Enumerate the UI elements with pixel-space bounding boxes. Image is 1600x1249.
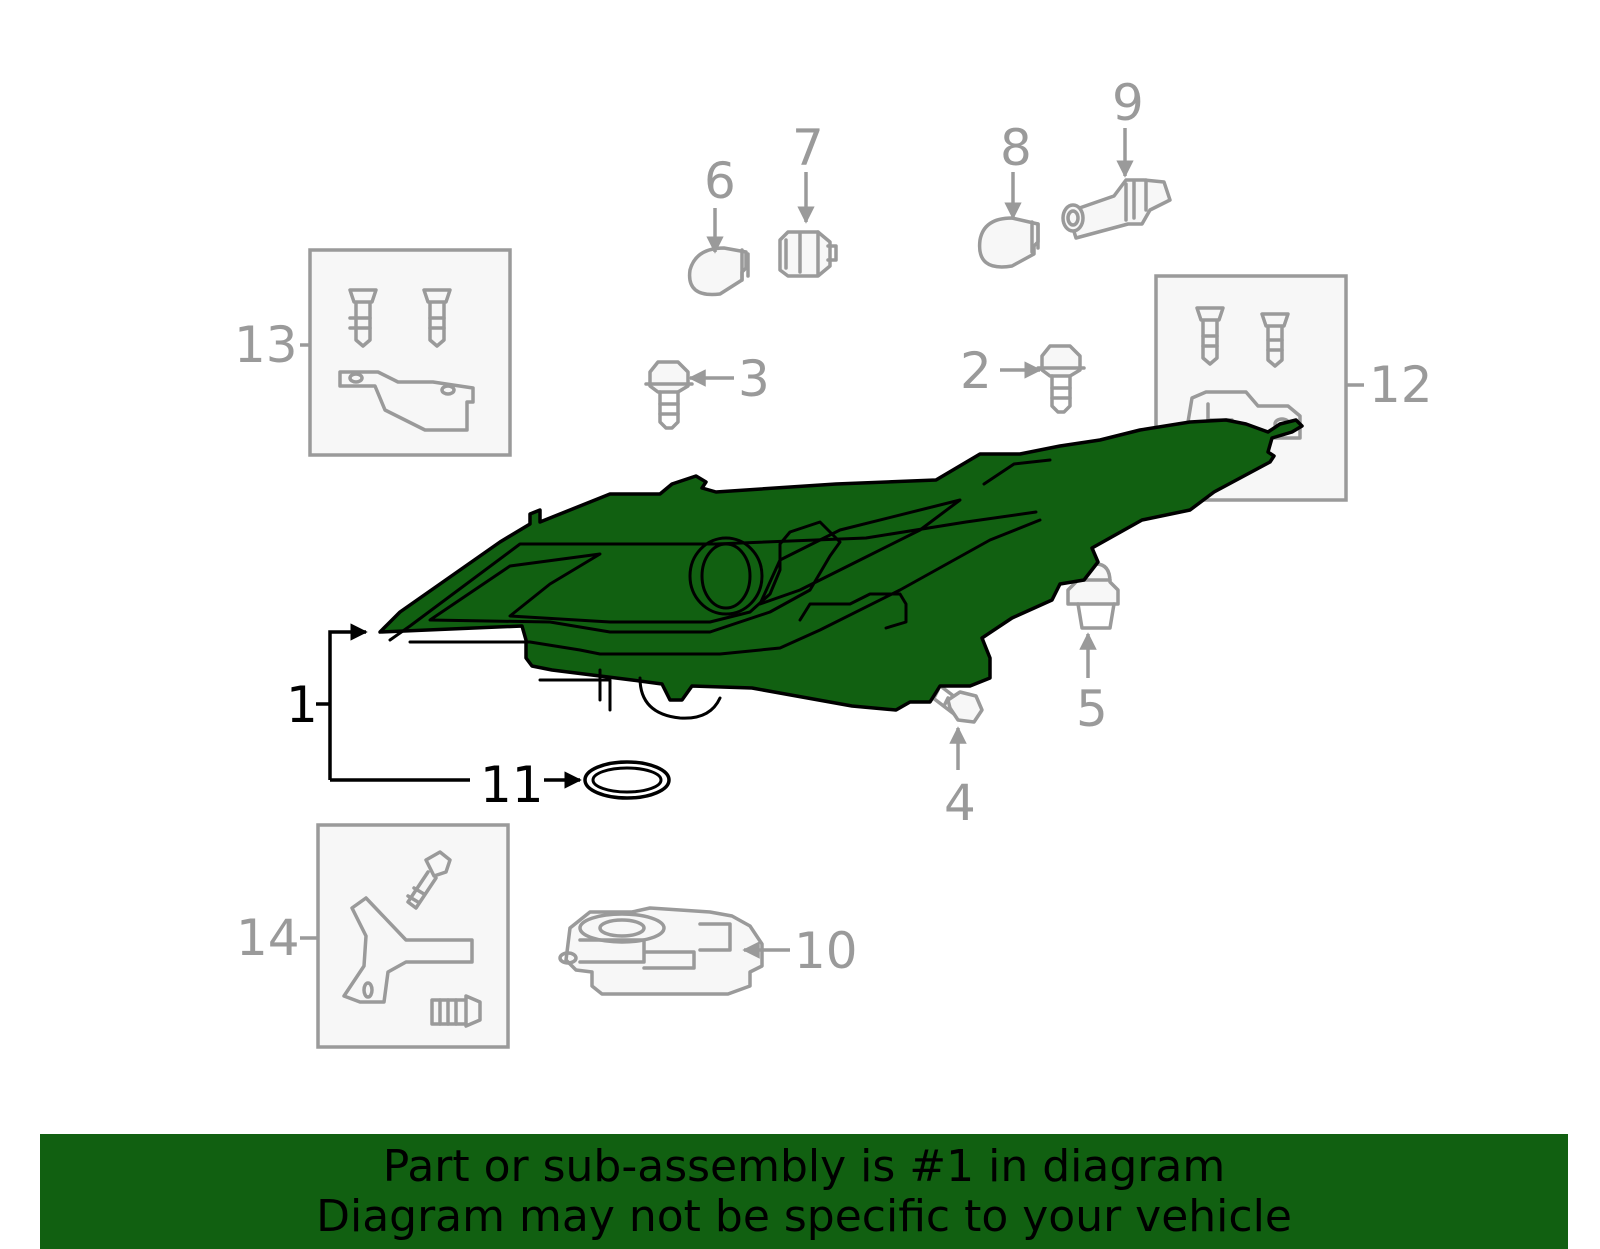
callout-5: 5 (1076, 680, 1108, 738)
part-6-bulb[interactable] (687, 246, 750, 297)
part-13-bracket-kit[interactable] (308, 248, 512, 457)
part-4-bolt[interactable] (918, 676, 984, 724)
banner-line-1: Part or sub-assembly is #1 in diagram (382, 1140, 1226, 1192)
part-1-headlamp-assembly[interactable] (378, 418, 1304, 720)
part-14-bracket-kit[interactable] (316, 823, 510, 1049)
part-9-bulb[interactable] (1061, 178, 1172, 240)
callout-7: 7 (792, 119, 824, 177)
callout-3: 3 (738, 350, 770, 408)
callout-4: 4 (944, 774, 976, 832)
callout-8: 8 (1000, 119, 1032, 177)
callout-13: 13 (234, 316, 298, 374)
part-10-leveling-motor[interactable] (558, 906, 764, 996)
banner-line-2: Diagram may not be specific to your vehi… (316, 1190, 1292, 1242)
callout-6: 6 (704, 152, 736, 210)
part-11-gasket[interactable] (583, 760, 671, 800)
callout-1: 1 (286, 676, 318, 734)
callout-10: 10 (794, 922, 858, 980)
info-banner: Part or sub-assembly is #1 in diagram Di… (40, 1134, 1568, 1249)
part-2-bolt[interactable] (1036, 344, 1086, 414)
callout-9: 9 (1112, 74, 1144, 132)
part-8-bulb[interactable] (977, 216, 1040, 269)
part-7-socket[interactable] (778, 230, 838, 278)
callout-2: 2 (960, 342, 992, 400)
callout-11: 11 (480, 756, 544, 814)
callout-14: 14 (236, 909, 300, 967)
part-3-bolt[interactable] (644, 360, 694, 430)
callout-12: 12 (1369, 356, 1433, 414)
